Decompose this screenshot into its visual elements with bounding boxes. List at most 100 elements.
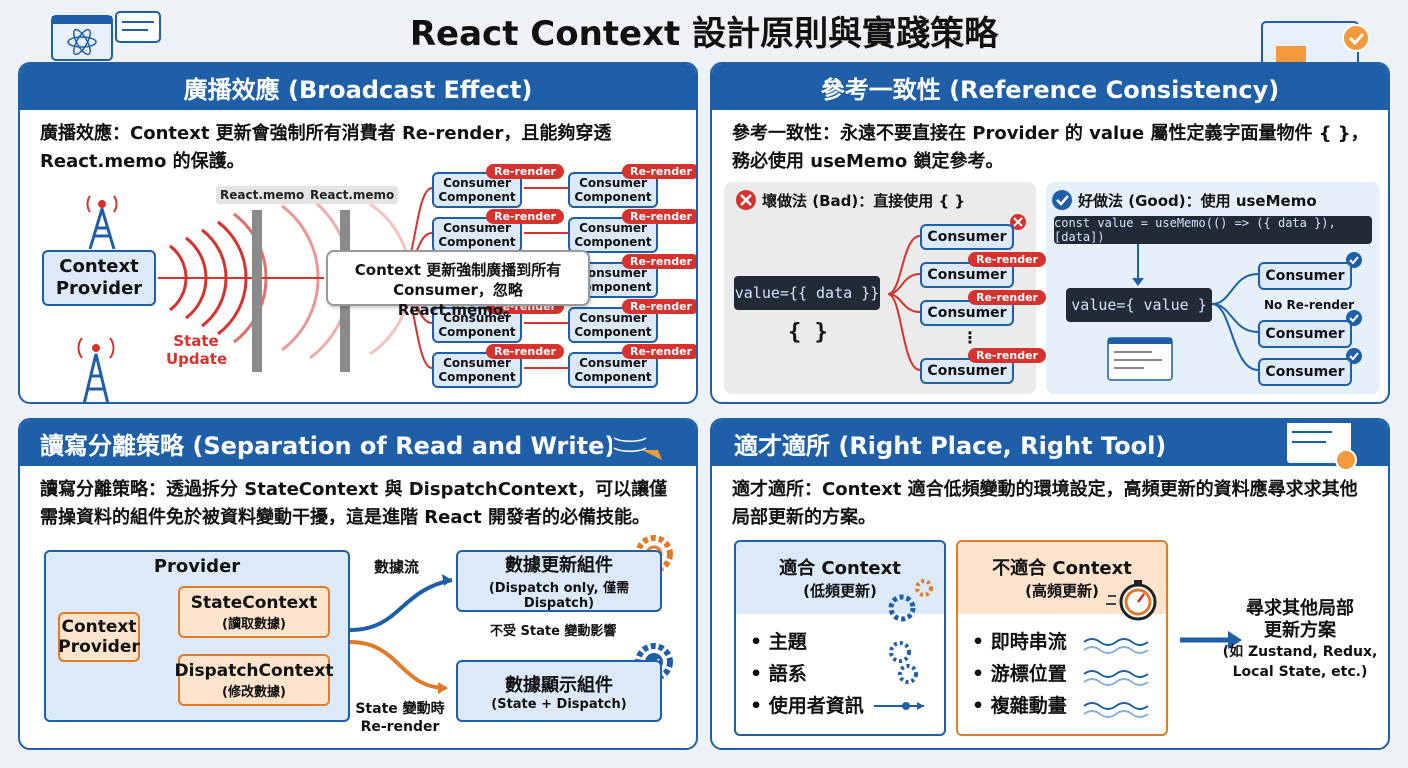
display-component-label: 數據顯示組件 — [505, 674, 613, 696]
data-flow-label: 數據流 — [374, 558, 420, 576]
suitable-item-label: 主題 — [768, 631, 807, 653]
good-consumer-box: Consumer — [1258, 320, 1352, 348]
reference-panel: 參考一致性 (Reference Consistency) 參考一致性：永遠不要… — [710, 62, 1390, 404]
bullet-icon: • — [972, 631, 991, 653]
bad-consumer-x-icon — [1010, 214, 1026, 230]
provider-title: Provider — [153, 556, 241, 577]
consumer-component-box: Consumer Component — [568, 352, 658, 388]
context-provider-box: Context Provider — [42, 250, 156, 306]
rerender-note: State 變動時 Re-render — [350, 700, 450, 736]
good-consumer-label: Consumer — [1265, 268, 1345, 284]
unsuitable-item-label: 游標位置 — [990, 663, 1067, 685]
consumer-component-label: Consumer Component — [574, 311, 652, 339]
separation-desc: 讀寫分離策略：透過拆分 StateContext 與 DispatchConte… — [40, 479, 668, 528]
rerender-badge: Re-render — [968, 290, 1046, 305]
separation-heading: 讀寫分離策略 (Separation of Read and Write) — [20, 420, 696, 466]
state-context-sub: (讀取數據) — [222, 616, 286, 632]
suitable-sub: (低頻更新) — [803, 582, 877, 600]
bad-consumer-box: Consumer — [920, 358, 1014, 384]
consumer-component-label: Consumer Component — [574, 176, 652, 204]
memo-label-1: React.memo — [216, 186, 309, 204]
reference-desc: 參考一致性：永遠不要直接在 Provider 的 value 屬性定義字面量物件… — [732, 123, 1369, 172]
high-freq-wave-icons — [1083, 638, 1149, 718]
display-component-box: 數據顯示組件 (State + Dispatch) — [456, 660, 662, 722]
context-provider-box-2: Context Provider — [58, 612, 140, 662]
more-consumers-dots: ⋮ — [962, 328, 978, 347]
dispatch-flow-arrow — [349, 578, 453, 632]
good-consumer-box: Consumer — [1258, 262, 1352, 290]
dispatch-context-sub: (修改數據) — [222, 684, 286, 700]
usememo-code-text: const value = useMemo(() => ({ data }), … — [1054, 216, 1336, 244]
good-value-code-text: value={ value } — [1071, 296, 1207, 314]
rerender-badge: Re-render — [622, 209, 696, 224]
bullet-icon: • — [750, 663, 769, 685]
bullet-icon: • — [750, 631, 769, 653]
consumer-component-box: Consumer Component — [432, 307, 522, 343]
bad-consumer-label: Consumer — [927, 305, 1007, 321]
consumer-component-box: Consumer Component — [568, 172, 658, 208]
rerender-badge: Re-render — [622, 344, 696, 359]
state-update-label: State Update — [166, 332, 228, 368]
context-provider-label-2: Context Provider — [58, 617, 140, 657]
memo-barrier-1 — [252, 210, 262, 372]
suitable-card-header: 適合 Context (低頻更新) — [736, 542, 944, 614]
no-rerender-label: No Re-render — [1264, 298, 1355, 312]
rerender-badge: Re-render — [622, 164, 696, 179]
rerender-note-line2: Re-render — [360, 719, 440, 735]
right-tool-graphics — [874, 420, 1357, 718]
alt-line2: 更新方案 — [1264, 620, 1336, 641]
rerender-note-line1: State 變動時 — [355, 701, 445, 717]
suitable-card: 適合 Context (低頻更新) • 主題• 語系• 使用者資訊 — [734, 540, 946, 736]
update-component-box: 數據更新組件 (Dispatch only, 僅需 Dispatch) — [456, 550, 662, 612]
unsuitable-list: • 即時串流• 游標位置• 複雜動畫 — [958, 614, 1166, 722]
unsuitable-item-label: 即時串流 — [990, 631, 1067, 653]
good-fanout-arrows — [1211, 273, 1259, 371]
broadcast-desc: 廣播效應：Context 更新會強制所有消費者 Re-render，且能夠穿透 … — [40, 123, 612, 172]
unsuitable-card-header: 不適合 Context (高頻更新) — [958, 542, 1166, 614]
unsuitable-item: • 複雜動畫 — [972, 690, 1166, 722]
broadcast-callout: Context 更新強制廣播到所有 Consumer，忽略 React.memo… — [326, 250, 590, 319]
antenna-icon — [86, 195, 118, 250]
good-practice-title: 好做法 (Good)：使用 useMemo — [1078, 192, 1317, 210]
rerender-badge: Re-render — [622, 299, 696, 314]
rerender-badge: Re-render — [486, 344, 564, 359]
alt-line3: (如 Zustand, Redux, — [1222, 644, 1378, 660]
unsuitable-card: 不適合 Context (高頻更新) • 即時串流• 游標位置• 複雜動畫 — [956, 540, 1168, 736]
alt-line1: 尋求其他局部 — [1246, 598, 1354, 619]
bad-consumer-box: Consumer — [920, 224, 1014, 250]
suitable-item: • 語系 — [750, 658, 944, 690]
good-value-code: value={ value } — [1066, 288, 1212, 322]
update-component-sub: (Dispatch only, 僅需 Dispatch) — [488, 581, 630, 611]
broadcast-heading: 廣播效應 (Broadcast Effect) — [20, 64, 696, 110]
usememo-code: const value = useMemo(() => ({ data }), … — [1054, 216, 1372, 244]
unaffected-note: 不受 State 變動影響 — [490, 624, 617, 639]
unsuitable-title: 不適合 Context — [992, 558, 1132, 579]
consumer-component-label: Consumer Component — [574, 221, 652, 249]
right-tool-heading: 適才適所 (Right Place, Right Tool) — [712, 420, 1388, 466]
antenna-icon-2 — [77, 337, 115, 402]
literal-braces: { } — [788, 320, 828, 345]
memo-label-2: React.memo — [306, 186, 399, 204]
broadcast-panel: 廣播效應 (Broadcast Effect) 廣播效應：Context 更新會… — [18, 62, 698, 404]
unsuitable-item-label: 複雜動畫 — [990, 695, 1067, 717]
memo-down-arrowhead — [1132, 278, 1144, 286]
alternative-solutions: 尋求其他局部 更新方案 (如 Zustand, Redux, Local Sta… — [1212, 598, 1388, 682]
rerender-badge: Re-render — [486, 164, 564, 179]
suitable-item: • 主題 — [750, 626, 944, 658]
update-component-label: 數據更新組件 — [505, 555, 613, 576]
separation-panel: 讀寫分離策略 (Separation of Read and Write) 讀寫… — [18, 418, 698, 750]
suitable-item: • 使用者資訊 — [750, 690, 944, 722]
good-consumer-label: Consumer — [1265, 326, 1345, 342]
rerender-badge: Re-render — [622, 254, 696, 269]
bullet-icon: • — [972, 695, 991, 717]
dispatch-context-label: DispatchContext — [174, 660, 334, 681]
unsuitable-item: • 游標位置 — [972, 658, 1166, 690]
rerender-badge: Re-render — [968, 348, 1046, 363]
bad-fanout-arrows — [887, 235, 921, 371]
stopwatch-icon — [1106, 580, 1157, 621]
bad-value-code: value={{ data }} — [734, 276, 880, 310]
bad-practice-title: 壞做法 (Bad)：直接使用 { } — [762, 192, 966, 210]
unsuitable-item: • 即時串流 — [972, 626, 1166, 658]
reference-heading: 參考一致性 (Reference Consistency) — [712, 64, 1388, 110]
bad-consumer-label: Consumer — [927, 363, 1007, 379]
